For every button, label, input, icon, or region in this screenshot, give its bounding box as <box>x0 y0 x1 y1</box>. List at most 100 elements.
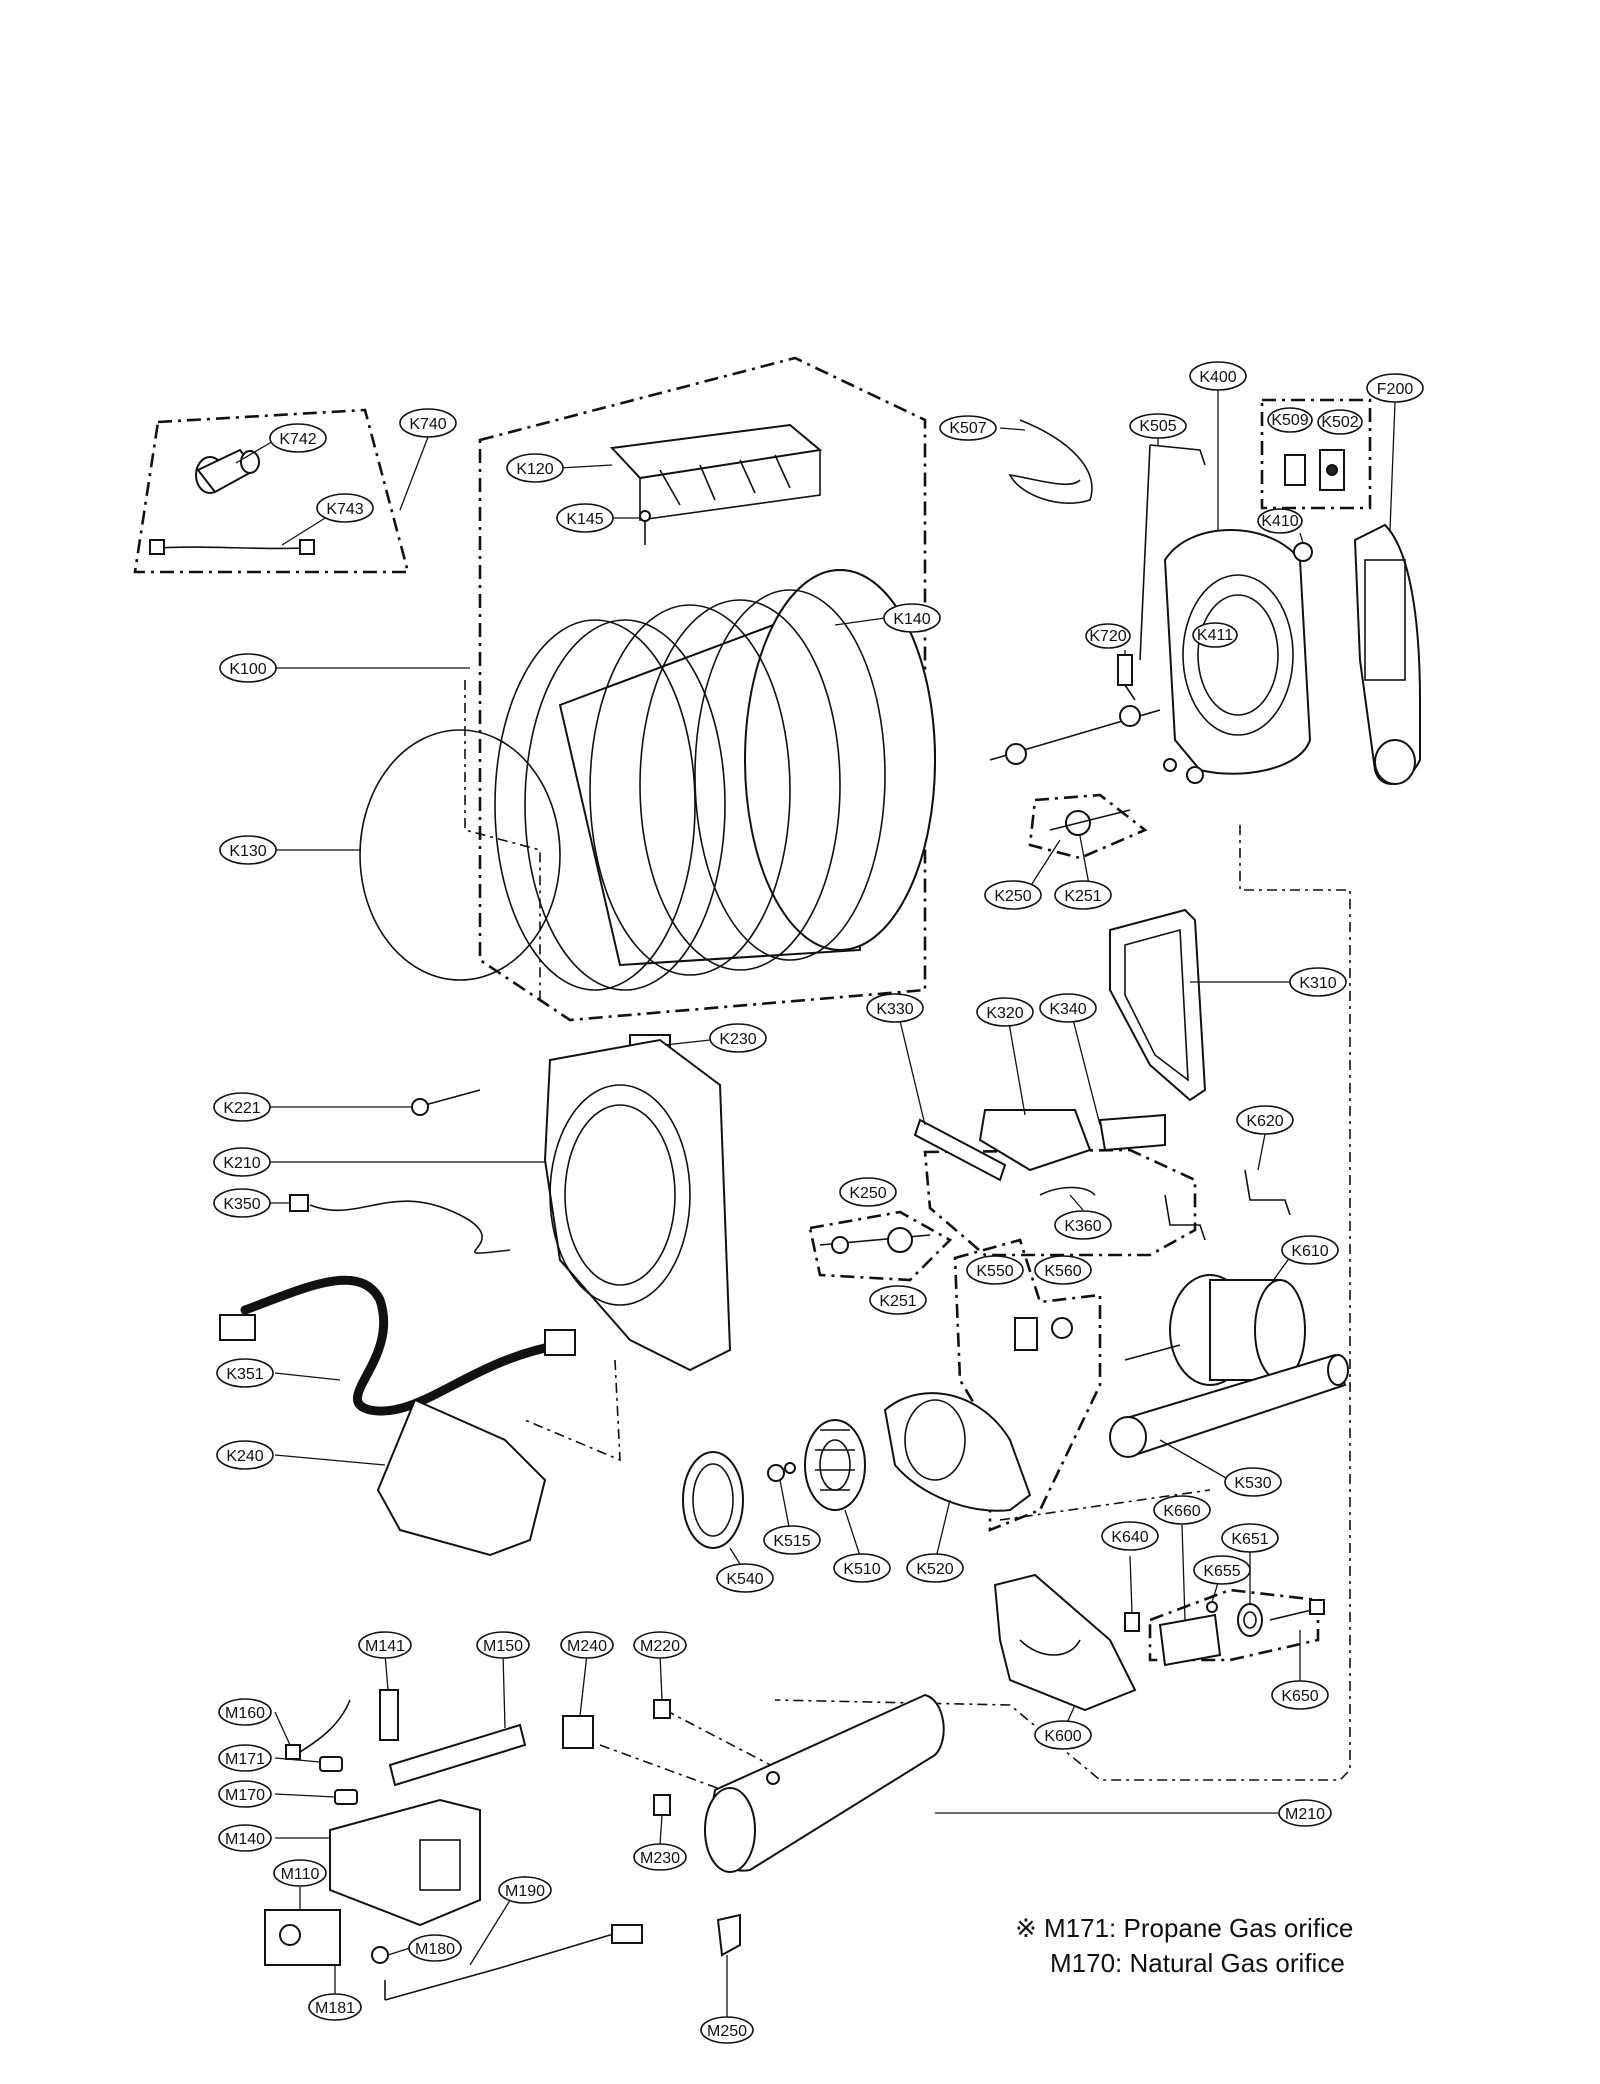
svg-text:K651: K651 <box>1231 1531 1268 1548</box>
label-k360: K360 <box>1054 1210 1112 1240</box>
k650-part <box>1269 1599 1325 1621</box>
svg-text:K240: K240 <box>226 1448 263 1465</box>
label-k411: K411 <box>1192 622 1238 648</box>
svg-text:M190: M190 <box>505 1883 545 1900</box>
svg-text:K510: K510 <box>843 1561 880 1578</box>
label-k510: K510 <box>833 1553 891 1583</box>
svg-text:K505: K505 <box>1139 418 1176 435</box>
k502-part <box>1319 449 1345 491</box>
svg-text:K250: K250 <box>994 888 1031 905</box>
svg-text:F200: F200 <box>1377 381 1414 398</box>
m230-part <box>653 1794 671 1816</box>
label-k221: K221 <box>213 1092 271 1122</box>
svg-text:K120: K120 <box>516 461 553 478</box>
k221-part <box>411 1089 481 1116</box>
group-outline-k550-k560 <box>953 1238 1102 1532</box>
k251-roller-bottom <box>887 1227 913 1253</box>
k520-blower-housing-part <box>883 1392 1032 1512</box>
label-k507: K507 <box>939 415 997 441</box>
k251-roller-top <box>1049 809 1131 836</box>
connector-blower <box>524 1359 621 1462</box>
svg-text:K130: K130 <box>229 843 266 860</box>
label-k502: K502 <box>1317 409 1363 435</box>
svg-text:K742: K742 <box>279 431 316 448</box>
svg-text:K210: K210 <box>223 1155 260 1172</box>
m150-part <box>388 1723 527 1787</box>
k400-bulkhead-part <box>1163 529 1312 775</box>
label-k100: K100 <box>219 653 277 683</box>
svg-text:K351: K351 <box>226 1366 263 1383</box>
note-line-natural: M170: Natural Gas orifice <box>1050 1948 1345 1978</box>
svg-text:M220: M220 <box>640 1638 680 1655</box>
k145-screw-part <box>639 510 651 545</box>
k130-seal-ring-part <box>359 729 561 981</box>
label-k251-top: K251 <box>1054 880 1112 910</box>
svg-text:K250: K250 <box>849 1185 886 1202</box>
label-k340: K340 <box>1039 993 1097 1023</box>
label-k720: K720 <box>1085 623 1131 649</box>
connector-drum-front <box>464 680 541 1000</box>
label-k120: K120 <box>506 453 564 483</box>
svg-text:M240: M240 <box>567 1638 607 1655</box>
svg-text:K515: K515 <box>773 1533 810 1550</box>
k510-blower-wheel-part <box>804 1419 866 1511</box>
label-k655: K655 <box>1193 1555 1251 1585</box>
svg-text:K743: K743 <box>326 501 363 518</box>
label-k351: K351 <box>216 1358 274 1388</box>
label-k650: K650 <box>1271 1680 1329 1710</box>
svg-text:K530: K530 <box>1234 1475 1271 1492</box>
label-k230: K230 <box>709 1023 767 1053</box>
k410-part <box>1293 542 1313 562</box>
svg-text:M230: M230 <box>640 1850 680 1867</box>
svg-text:K620: K620 <box>1246 1113 1283 1130</box>
k530-duct-part <box>1109 1353 1349 1458</box>
m210-burner-duct-part <box>704 1693 945 1873</box>
label-k660: K660 <box>1153 1495 1211 1525</box>
k540-seal-part <box>682 1451 744 1549</box>
label-m180: M180 <box>408 1934 462 1962</box>
k655-part <box>1206 1601 1218 1613</box>
group-outline-k320 <box>923 1148 1197 1257</box>
label-m190: M190 <box>498 1876 552 1904</box>
k560-part <box>1051 1317 1073 1339</box>
label-k515: K515 <box>763 1525 821 1555</box>
k720-part <box>1117 654 1136 701</box>
svg-text:M250: M250 <box>707 2023 747 2040</box>
m110-part <box>264 1909 341 1966</box>
svg-text:K221: K221 <box>223 1100 260 1117</box>
k505-tube-part <box>1139 444 1206 661</box>
label-m181: M181 <box>308 1993 362 2021</box>
label-m140: M140 <box>218 1824 272 1852</box>
label-m141: M141 <box>358 1631 412 1659</box>
k340-part <box>1098 1113 1166 1152</box>
label-k530: K530 <box>1224 1467 1282 1497</box>
group-outline-k740 <box>133 408 410 574</box>
label-k560: K560 <box>1034 1255 1092 1285</box>
svg-text:K560: K560 <box>1044 1263 1081 1280</box>
label-m230: M230 <box>633 1843 687 1871</box>
m190-part <box>384 1924 643 2001</box>
svg-text:K360: K360 <box>1064 1218 1101 1235</box>
svg-text:K540: K540 <box>726 1571 763 1588</box>
k507-harness-part <box>1008 419 1093 504</box>
k600-base-bracket-part <box>993 1573 1137 1712</box>
m141-part <box>379 1689 399 1741</box>
group-outline-k250b <box>808 1210 953 1282</box>
k640-part <box>1124 1612 1140 1632</box>
label-k740: K740 <box>399 408 457 438</box>
m220-part <box>653 1699 671 1719</box>
svg-text:M110: M110 <box>281 1866 320 1883</box>
note-line-propane: ※ M171: Propane Gas orifice <box>1015 1913 1353 1943</box>
label-k651: K651 <box>1221 1523 1279 1553</box>
label-k410: K410 <box>1257 508 1303 534</box>
svg-text:M181: M181 <box>315 2000 355 2017</box>
k660-part <box>1158 1613 1222 1667</box>
svg-text:K507: K507 <box>949 420 986 437</box>
svg-text:K251: K251 <box>879 1293 916 1310</box>
k620-bracket-part <box>1164 1169 1291 1241</box>
svg-text:M141: M141 <box>365 1638 405 1655</box>
svg-text:K310: K310 <box>1299 975 1336 992</box>
k140-drum-part <box>494 569 936 991</box>
svg-text:K650: K650 <box>1281 1688 1318 1705</box>
